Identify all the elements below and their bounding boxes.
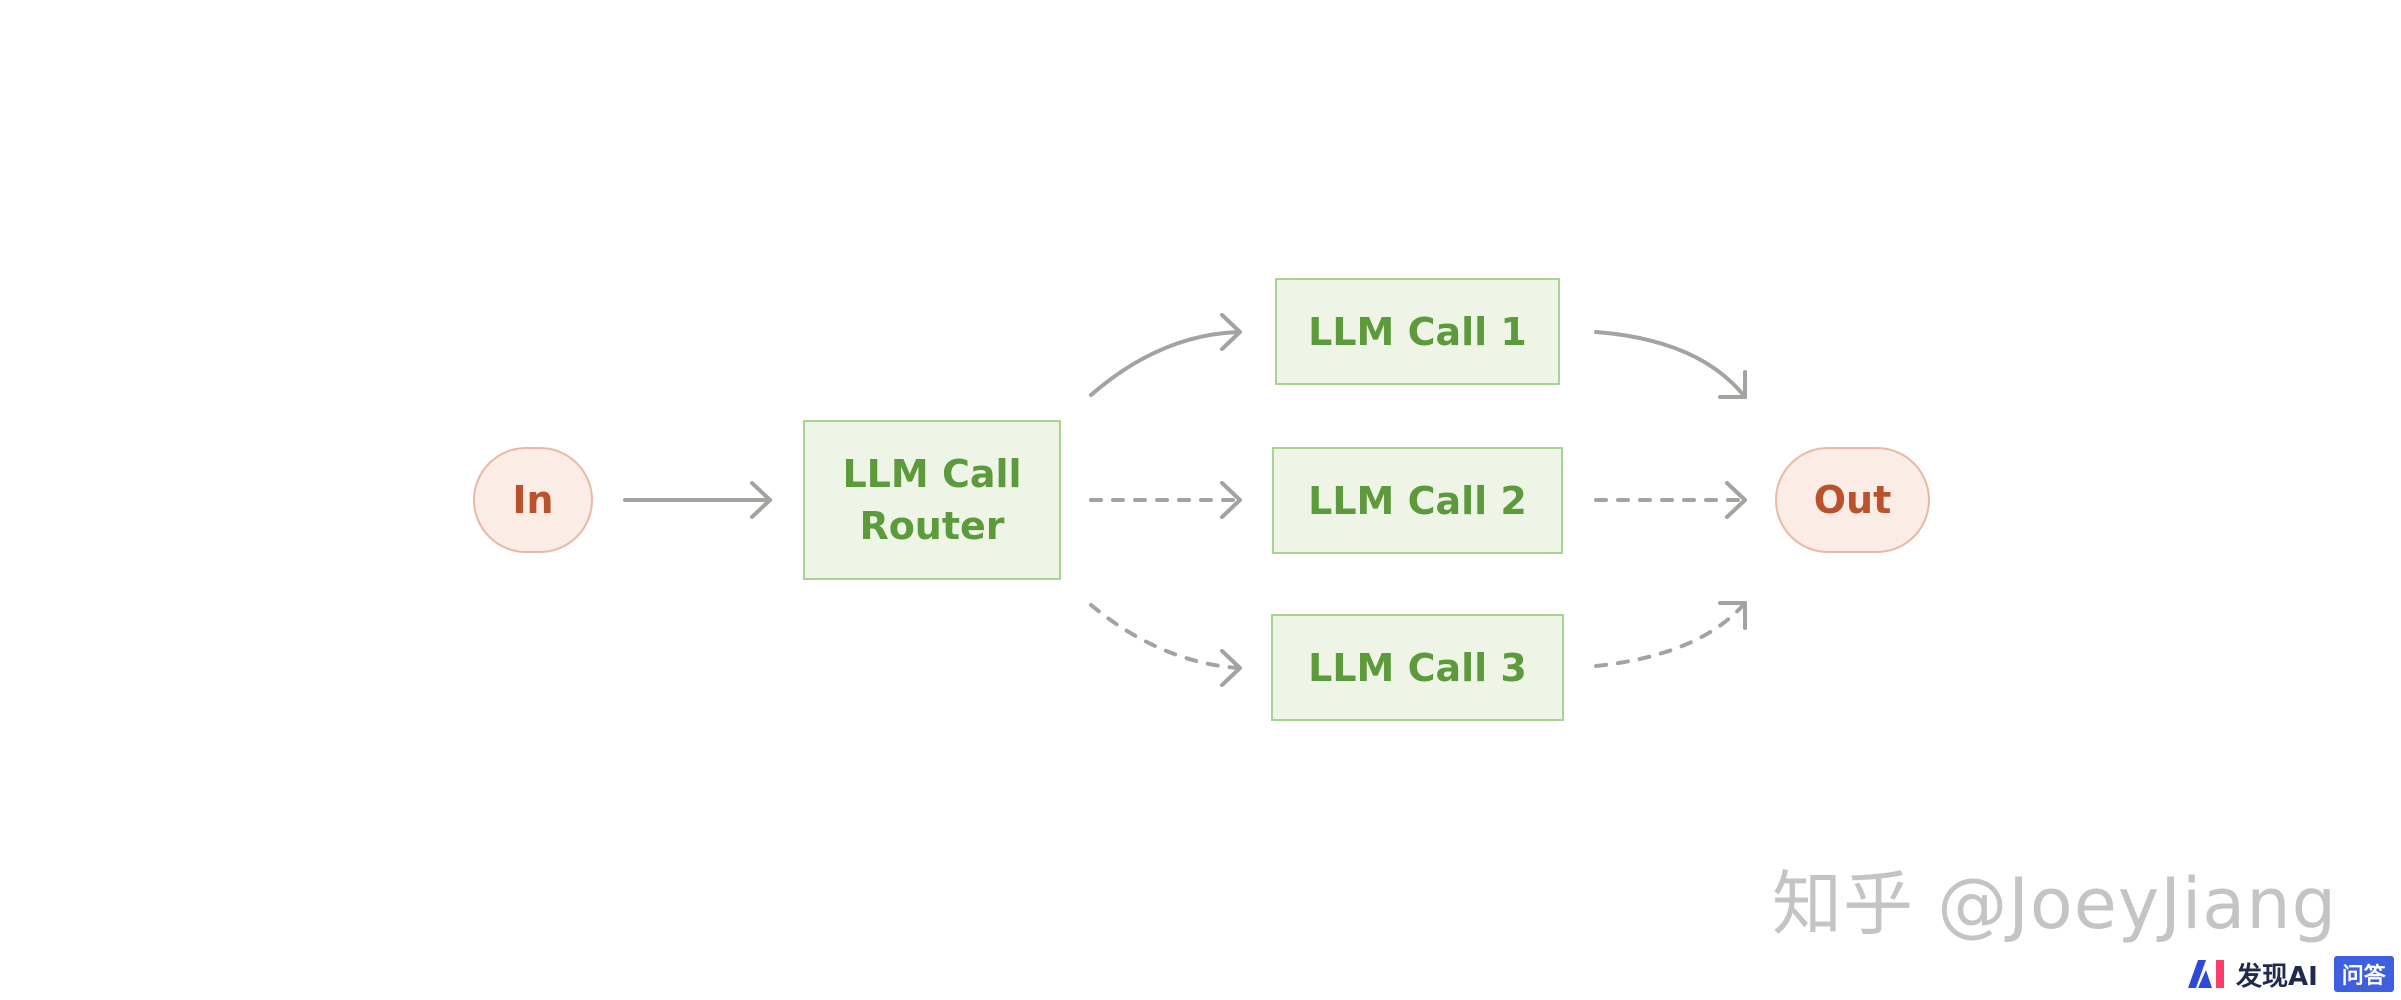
llm-call-1-node: LLM Call 1 xyxy=(1275,278,1560,385)
watermark: 知乎 @JoeyJiang xyxy=(1772,863,2338,945)
brand-tag: 问答 xyxy=(2333,956,2394,992)
llm-call-3-node: LLM Call 3 xyxy=(1271,614,1564,721)
output-node-label: Out xyxy=(1813,478,1892,522)
llm-call-2-label: LLM Call 2 xyxy=(1308,478,1527,523)
arrowhead-router-to-call1 xyxy=(1220,313,1242,351)
llm-call-1-label: LLM Call 1 xyxy=(1308,309,1527,354)
input-node: In xyxy=(473,447,593,553)
edge-router-to-call1 xyxy=(1089,330,1240,397)
router-node-label: LLM Call Router xyxy=(842,452,1022,548)
edge-router-to-call3 xyxy=(1089,603,1240,670)
arrowhead-router-to-call3 xyxy=(1220,649,1242,687)
arrowhead-in-to-router xyxy=(750,481,772,519)
input-node-label: In xyxy=(512,478,554,522)
arrowhead-call1-to-out xyxy=(1718,370,1747,399)
brand-logo-icon xyxy=(2188,960,2224,988)
edge-call3-to-out xyxy=(1594,601,1747,668)
arrowhead-router-to-call2 xyxy=(1220,481,1242,519)
router-node: LLM Call Router xyxy=(803,420,1061,580)
arrowhead-call2-to-out xyxy=(1725,481,1747,519)
llm-call-2-node: LLM Call 2 xyxy=(1272,447,1563,554)
llm-call-3-label: LLM Call 3 xyxy=(1308,645,1527,690)
edge-call1-to-out xyxy=(1594,330,1747,399)
output-node: Out xyxy=(1775,447,1930,553)
brand-badge: 发现AI 问答 xyxy=(2186,956,2394,992)
brand-name: 发现AI xyxy=(2236,961,2318,992)
arrowhead-call3-to-out xyxy=(1718,601,1747,630)
